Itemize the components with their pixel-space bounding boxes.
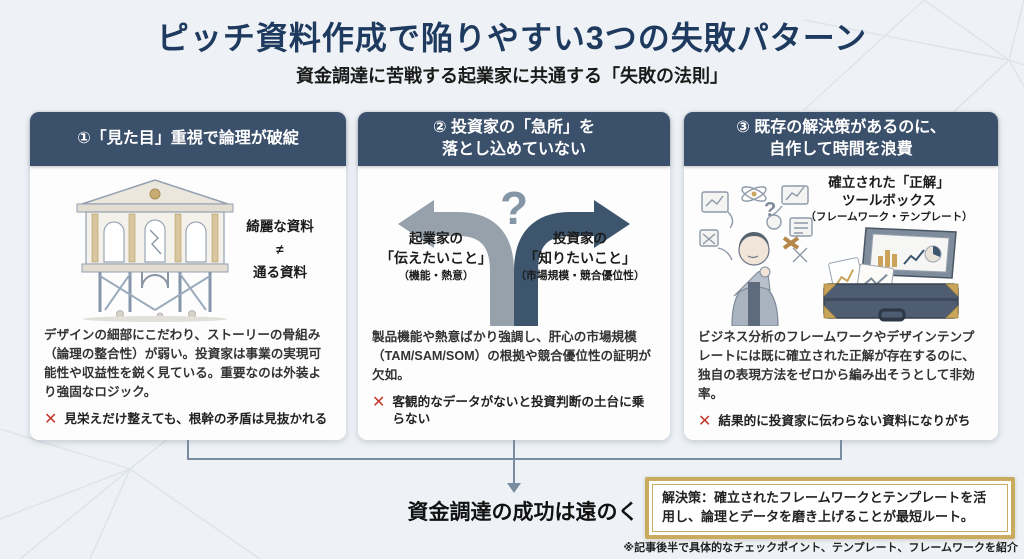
conclusion-text: 資金調達の成功は遠のく (407, 501, 639, 524)
page-title: ピッチ資料作成で陥りやすい3つの失敗パターン (156, 20, 868, 56)
investor-label: 投資家の 「知りたいこと」 （市場規模・競合優位性） (500, 230, 660, 285)
card3-description: ビジネス分析のフレームワークやデザインテンプレートには既に確立された正解が存在す… (698, 330, 975, 401)
card3-warning: ✕ 結果的に投資家に伝わらない資料になりがち (698, 413, 984, 431)
card1-warning-text: 見栄えだけ整えても、根幹の矛盾は見抜かれる (64, 411, 328, 426)
thinking-person-illustration: ? (699, 185, 813, 326)
toolbox-caption-line2: ツールボックス (841, 193, 937, 209)
footnote: ※記事後半で具体的なチェックポイント、テンプレート、フレームワークを紹介 (623, 542, 1018, 554)
page-subtitle: 資金調達に苦戦する起業家に共通する「失敗の法則」 (296, 66, 728, 86)
mesh-pattern-bottom-left (0, 429, 260, 559)
card2-description: 製品機能や熱意ばかり強調し、肝心の市場規模（TAM/SAM/SOM）の根拠や競合… (372, 330, 651, 382)
solution-box: 解決策：確立されたフレームワークとテンプレートを活用し、論理とデータを磨き上げる… (645, 477, 1015, 539)
investor-label-line1: 投資家の (553, 231, 607, 246)
solution-text: 解決策：確立されたフレームワークとテンプレートを活用し、論理とデータを磨き上げる… (652, 484, 1008, 532)
toolbox-caption: 確立された「正解」 ツールボックス （フレームワーク・テンプレート） (794, 174, 984, 226)
investor-label-line2: 「知りたいこと」 (524, 249, 636, 266)
card2-figure: ? 起業家の 「伝えたいこと」 （機能・熱意） 投資家の 「知りたいこと」 （市… (372, 172, 656, 326)
card3-body: ? 確立された「正解」 ツールボックス （フレームワーク・テンプレート） (684, 166, 998, 440)
failure-card-2: ② 投資家の「急所」を 落とし込めていない ? 起業家の 「伝えたいこと」 (358, 112, 670, 440)
card1-warning: ✕ 見栄えだけ整えても、根幹の矛盾は見抜かれる (44, 411, 332, 429)
flow-connector-left (187, 440, 189, 459)
toolbox-caption-line1: 確立された「正解」 (828, 175, 950, 190)
card2-body: ? 起業家の 「伝えたいこと」 （機能・熱意） 投資家の 「知りたいこと」 （市… (358, 166, 670, 439)
card1-title-line1: ①「見た目」重視で論理が破綻 (77, 130, 299, 148)
flow-connector-horizontal (187, 458, 842, 460)
card1-description: デザインの細部にこだわり、ストーリーの骨組み（論理の整合性）が弱い。投資家は事業… (44, 328, 322, 399)
card3-warning-text: 結果的に投資家に伝わらない資料になりがち (718, 413, 971, 428)
founder-label: 起業家の 「伝えたいこと」 （機能・熱意） (372, 230, 500, 285)
card3-title-line1: ③ 既存の解決策があるのに、 (736, 119, 946, 137)
x-icon: ✕ (44, 410, 58, 428)
card2-title-line2: 落とし込めていない (441, 141, 586, 158)
x-icon: ✕ (372, 393, 386, 411)
card3-header: ③ 既存の解決策があるのに、 自作して時間を浪費 (684, 112, 998, 166)
card1-caption: 綺麗な資料 ≠ 通る資料 (230, 216, 330, 285)
card1-figure: 綺麗な資料 ≠ 通る資料 (44, 172, 332, 322)
not-equal-symbol: ≠ (276, 241, 284, 257)
card1-body: 綺麗な資料 ≠ 通る資料 デザインの細部にこだわり、ストーリーの骨組み（論理の整… (30, 166, 346, 438)
investor-label-line3: （市場規模・競合優位性） (515, 270, 645, 283)
founder-label-line1: 起業家の (409, 231, 463, 246)
toolbox-illustration (823, 227, 959, 322)
failure-card-3: ③ 既存の解決策があるのに、 自作して時間を浪費 (684, 112, 998, 440)
flow-connector-center (513, 440, 515, 484)
svg-text:?: ? (764, 199, 776, 221)
founder-label-line3: （機能・熱意） (398, 270, 474, 283)
card3-figure: ? 確立された「正解」 ツールボックス （フレームワーク・テンプレート） (698, 172, 984, 326)
card2-header: ② 投資家の「急所」を 落とし込めていない (358, 112, 670, 166)
card1-header: ①「見た目」重視で論理が破綻 (30, 112, 346, 166)
x-icon: ✕ (698, 412, 712, 430)
card2-warning: ✕ 客観的なデータがないと投資判断の土台に乗らない (372, 394, 656, 429)
card3-title-line2: 自作して時間を浪費 (769, 141, 913, 158)
flow-connector-right (840, 440, 842, 459)
card2-warning-text: 客観的なデータがないと投資判断の土台に乗らない (392, 394, 645, 427)
card1-caption-line3: 通る資料 (253, 264, 307, 280)
toolbox-caption-line3: （フレームワーク・テンプレート） (805, 211, 973, 224)
card1-caption-line1: 綺麗な資料 (246, 219, 314, 234)
founder-label-line2: 「伝えたいこと」 (380, 249, 492, 266)
failure-card-1: ①「見た目」重視で論理が破綻 (30, 112, 346, 440)
diverging-arrows-icon: ? (398, 182, 630, 326)
question-mark: ? (500, 182, 528, 234)
card2-title-line1: ② 投資家の「急所」を (433, 119, 595, 137)
broken-building-illustration (76, 179, 234, 322)
down-arrow-icon (507, 483, 521, 493)
